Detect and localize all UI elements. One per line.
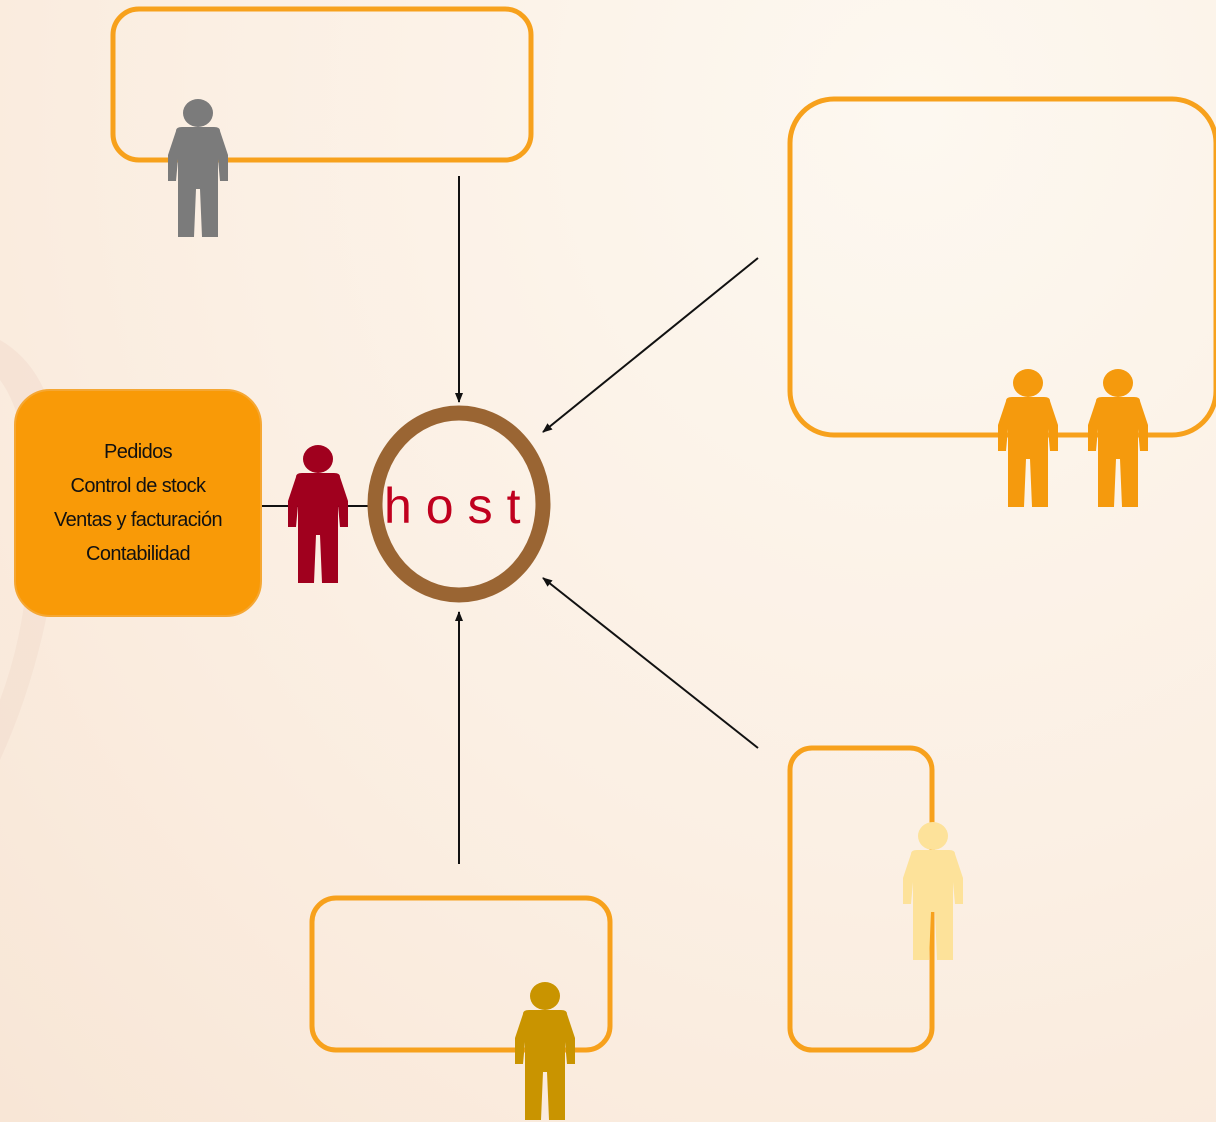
person-icon-right-2	[1088, 369, 1148, 507]
person-icon-top	[168, 99, 228, 237]
person-icon-host-operator	[288, 445, 348, 583]
person-icon-right-1	[998, 369, 1058, 507]
host-ring	[367, 405, 551, 603]
application-pedidos: Pedidos	[103, 440, 173, 463]
person-icon-bottom-left	[515, 982, 575, 1120]
application-ventas-y-facturacion: Ventas y facturación	[53, 508, 223, 531]
bottom-left-frame	[309, 895, 613, 1053]
upper-right-arrow	[542, 257, 759, 433]
right-frame	[787, 96, 1216, 438]
application-control-de-stock: Control de stock	[70, 474, 207, 497]
lower-right-arrow	[542, 577, 759, 749]
host-label: host	[384, 478, 535, 534]
applications-box: Pedidos Control de stock Ventas y factur…	[14, 389, 262, 617]
application-contabilidad: Contabilidad	[86, 542, 191, 565]
top-frame	[110, 6, 534, 163]
